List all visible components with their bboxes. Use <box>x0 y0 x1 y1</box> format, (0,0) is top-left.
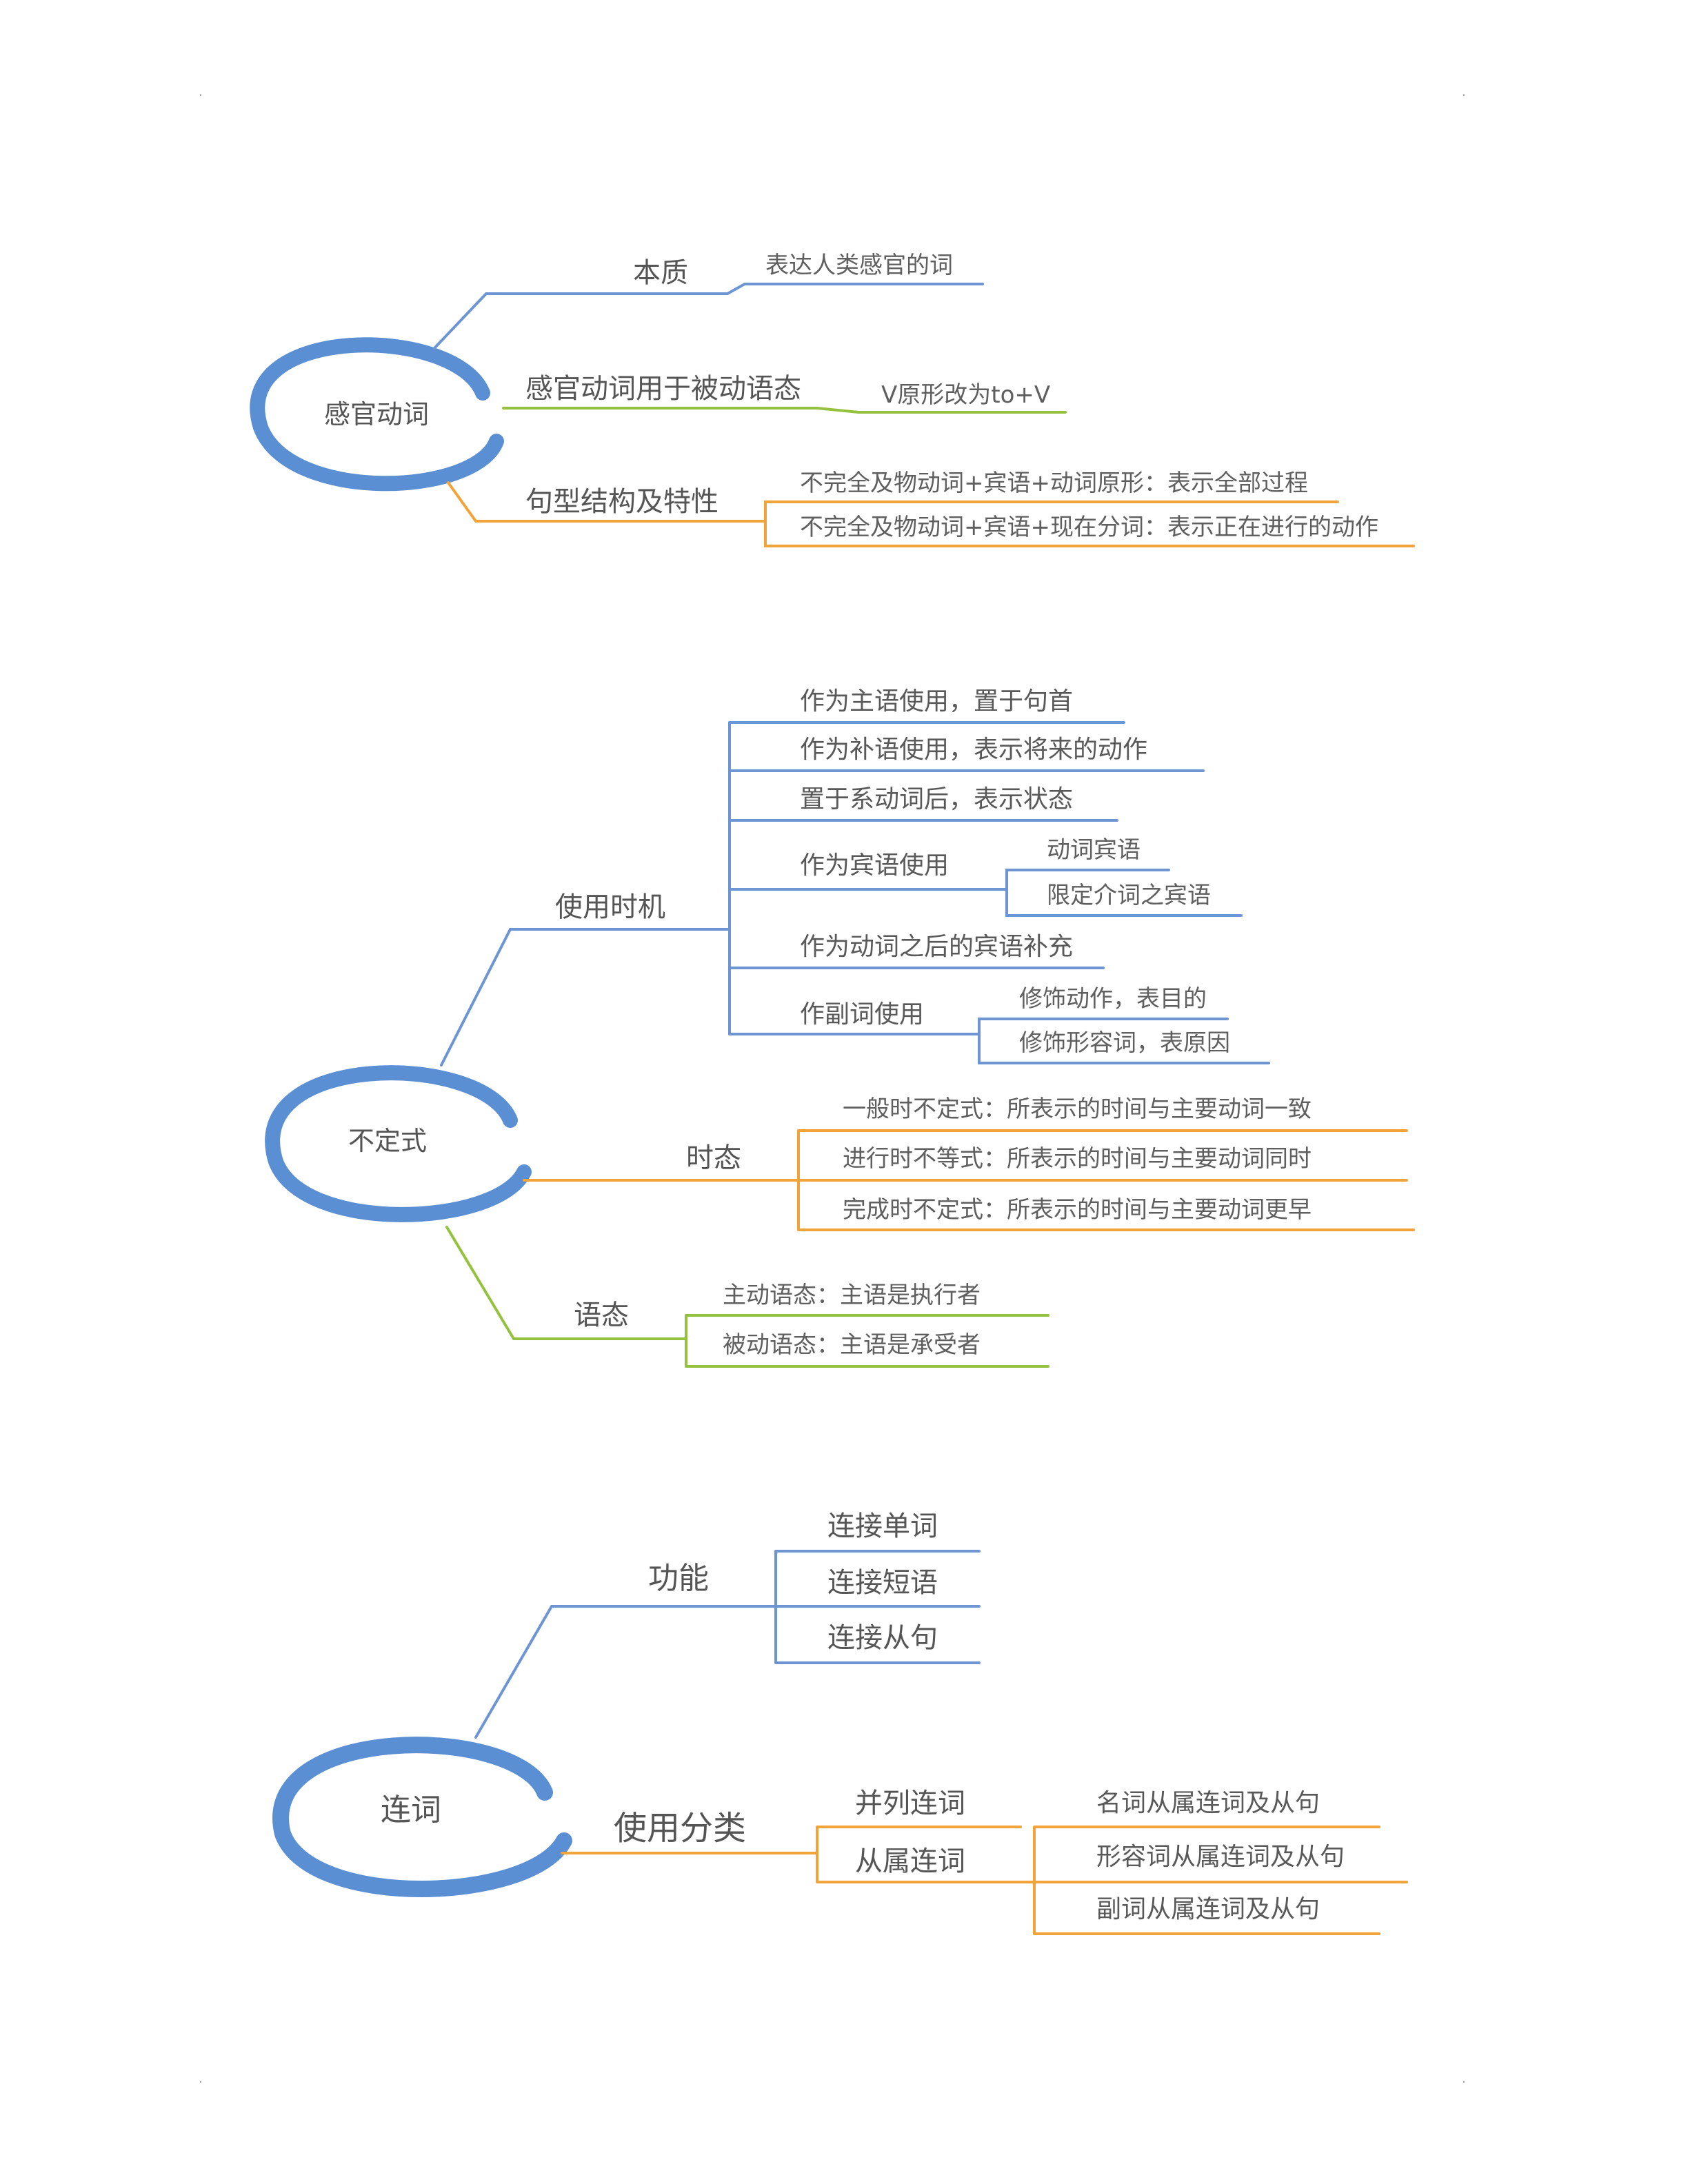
edge-map2-b3 <box>445 1226 687 1340</box>
map3-b1-child-1: 连接单词 <box>827 1510 938 1542</box>
map3-sub-child-1: 名词从属连词及从句 <box>1096 1789 1320 1817</box>
map3-b2-label: 使用分类 <box>614 1809 747 1848</box>
map1-root: 感官动词 <box>324 399 430 429</box>
edge-map1-b2 <box>502 407 1067 414</box>
map1-b3-child-1: 不完全及物动词+宾语+动词原形：表示全部过程 <box>800 469 1308 497</box>
map1-b1-child: 表达人类感官的词 <box>765 252 953 279</box>
edge-map2-adv-fork <box>978 1018 1270 1064</box>
map3-sub-child-3: 副词从属连词及从句 <box>1096 1895 1320 1923</box>
map2-b1-item-2: 作为补语使用，表示将来的动作 <box>800 736 1148 764</box>
map1-b2-label: 感官动词用于被动语态 <box>525 373 801 405</box>
map2-b1-label: 使用时机 <box>555 891 665 923</box>
ring-map1 <box>250 337 504 492</box>
map2-b3-label: 语态 <box>574 1300 629 1331</box>
map1-b2-child: V原形改为to+V <box>881 381 1051 409</box>
map3-b1-label: 功能 <box>648 1561 709 1596</box>
map3-root: 连词 <box>381 1792 441 1828</box>
edge-map1-b1 <box>433 283 984 350</box>
map2-obj-child-1: 动词宾语 <box>1047 836 1141 864</box>
edge-map1-b3-fork <box>764 501 1415 547</box>
map2-adv-child-2: 修饰形容词，表原因 <box>1019 1029 1230 1057</box>
corner-mark: · <box>1462 2075 1466 2090</box>
corner-mark: · <box>1462 88 1466 103</box>
map2-b3-child-1: 主动语态：主语是执行者 <box>723 1282 981 1309</box>
map2-b1-item-5: 作为动词之后的宾语补充 <box>800 933 1074 961</box>
map3-b2-child-2: 从属连词 <box>855 1846 965 1877</box>
map3-sub-child-2: 形容词从属连词及从句 <box>1096 1843 1345 1871</box>
edge-map2-b3-fork <box>685 1314 1049 1368</box>
edge-map3-b2-fork <box>816 1826 1036 1883</box>
map3-b2-child-1: 并列连词 <box>855 1788 965 1819</box>
edge-map2-b2-fork <box>797 1129 1415 1231</box>
edge-map1-b3 <box>447 481 767 523</box>
map2-b2-label: 时态 <box>686 1142 741 1174</box>
edge-map2-b1 <box>440 928 731 1066</box>
edge-map3-b1-fork <box>774 1550 981 1664</box>
map1-b1-label: 本质 <box>633 257 688 289</box>
map2-adv-child-1: 修饰动作，表目的 <box>1019 985 1207 1013</box>
map2-b2-child-2: 进行时不等式：所表示的时间与主要动词同时 <box>843 1145 1312 1173</box>
map1-b3-label: 句型结构及特性 <box>525 486 719 518</box>
map2-b1-item-6: 作副词使用 <box>800 1000 925 1029</box>
map2-b1-item-1: 作为主语使用，置于句首 <box>800 687 1074 716</box>
map1-b3-child-2: 不完全及物动词+宾语+现在分词：表示正在进行的动作 <box>800 514 1378 541</box>
map2-b2-child-3: 完成时不定式：所表示的时间与主要动词更早 <box>843 1196 1312 1224</box>
edge-map2-obj-fork <box>1005 869 1243 917</box>
map2-obj-child-2: 限定介词之宾语 <box>1047 882 1211 909</box>
map2-b3-child-2: 被动语态：主语是承受者 <box>723 1331 981 1359</box>
corner-mark: · <box>199 2075 203 2090</box>
map2-root: 不定式 <box>348 1126 428 1156</box>
edge-map2-b1-items <box>728 721 1205 1035</box>
map2-b2-child-1: 一般时不定式：所表示的时间与主要动词一致 <box>843 1095 1312 1123</box>
ring-map3 <box>272 1737 572 1897</box>
map2-b1-item-3: 置于系动词后，表示状态 <box>800 785 1074 813</box>
map3-b1-child-2: 连接短语 <box>827 1567 938 1599</box>
map2-b1-item-4: 作为宾语使用 <box>800 851 950 880</box>
map3-b1-child-3: 连接从句 <box>827 1622 938 1654</box>
edge-map3-b1 <box>474 1605 777 1739</box>
edge-map3-sub-fork <box>1033 1826 1408 1935</box>
corner-mark: · <box>199 88 203 103</box>
ring-map2 <box>265 1065 532 1222</box>
